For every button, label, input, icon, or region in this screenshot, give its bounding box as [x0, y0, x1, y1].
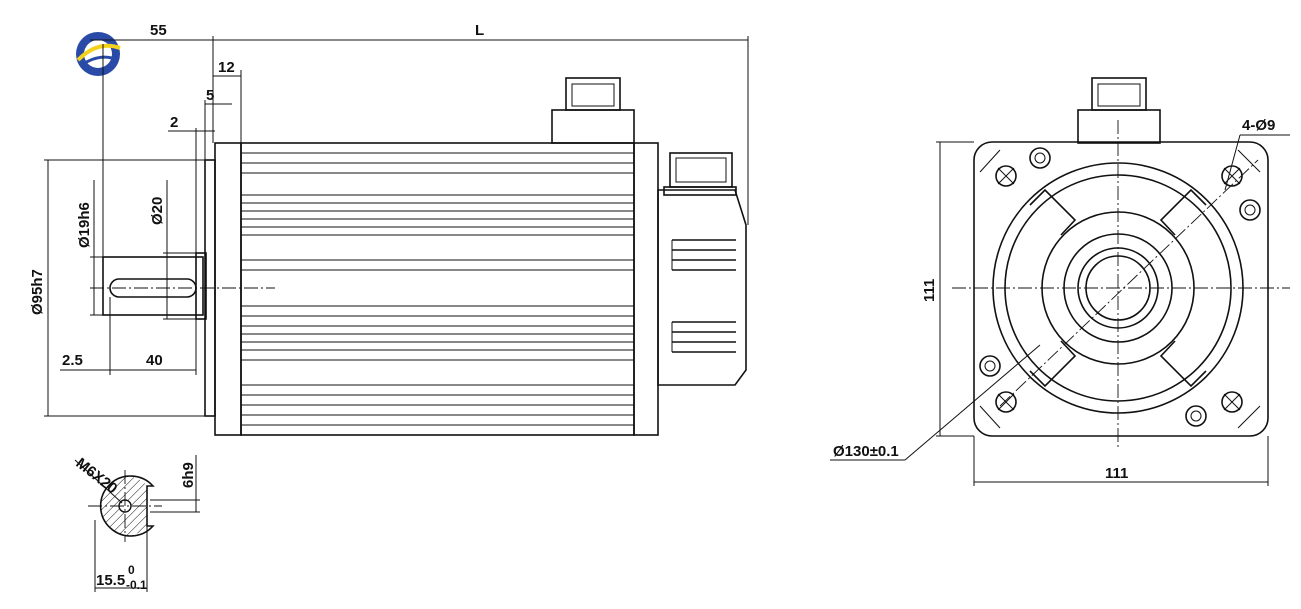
front-dimension-labels: 111 111 Ø130±0.1 4-Ø9	[833, 117, 1275, 482]
company-logo-icon	[76, 32, 121, 76]
dim-overall-length: L	[475, 22, 484, 39]
dim-tol-upper: 0	[128, 563, 135, 577]
dim-front-width: 111	[1105, 465, 1128, 482]
side-dimension-labels: 55 L 12 5 2 Ø95h7 Ø19h6 Ø20 2.5 40	[29, 22, 484, 369]
dim-step-2: 2	[170, 114, 178, 131]
dim-key-length: 40	[146, 352, 163, 369]
front-view	[952, 77, 1290, 450]
dim-key-offset: 2.5	[62, 352, 83, 369]
dim-pilot-depth: 5	[206, 87, 214, 104]
side-view	[90, 77, 747, 436]
dim-thread: M6X20	[73, 455, 121, 498]
dim-front-height: 111	[921, 279, 938, 302]
dim-tol-lower: -0.1	[126, 578, 147, 592]
dim-step-dia: Ø20	[149, 197, 166, 225]
dim-mount-holes: 4-Ø9	[1242, 117, 1275, 134]
mount-holes	[979, 147, 1261, 427]
dim-shaft-length: 55	[150, 22, 167, 39]
side-dimensions	[44, 36, 749, 417]
shaft-section-view: M6X20 6h9 15.5 0 -0.1	[73, 455, 200, 592]
front-dimensions	[830, 134, 1290, 486]
dim-shaft-section: 15.5	[96, 572, 125, 589]
dim-bolt-circle: Ø130±0.1	[833, 443, 899, 460]
dim-flange-thickness: 12	[218, 59, 235, 76]
dim-pilot-dia: Ø95h7	[29, 269, 46, 315]
dim-shaft-dia: Ø19h6	[76, 202, 93, 248]
dim-key-width: 6h9	[180, 462, 197, 488]
